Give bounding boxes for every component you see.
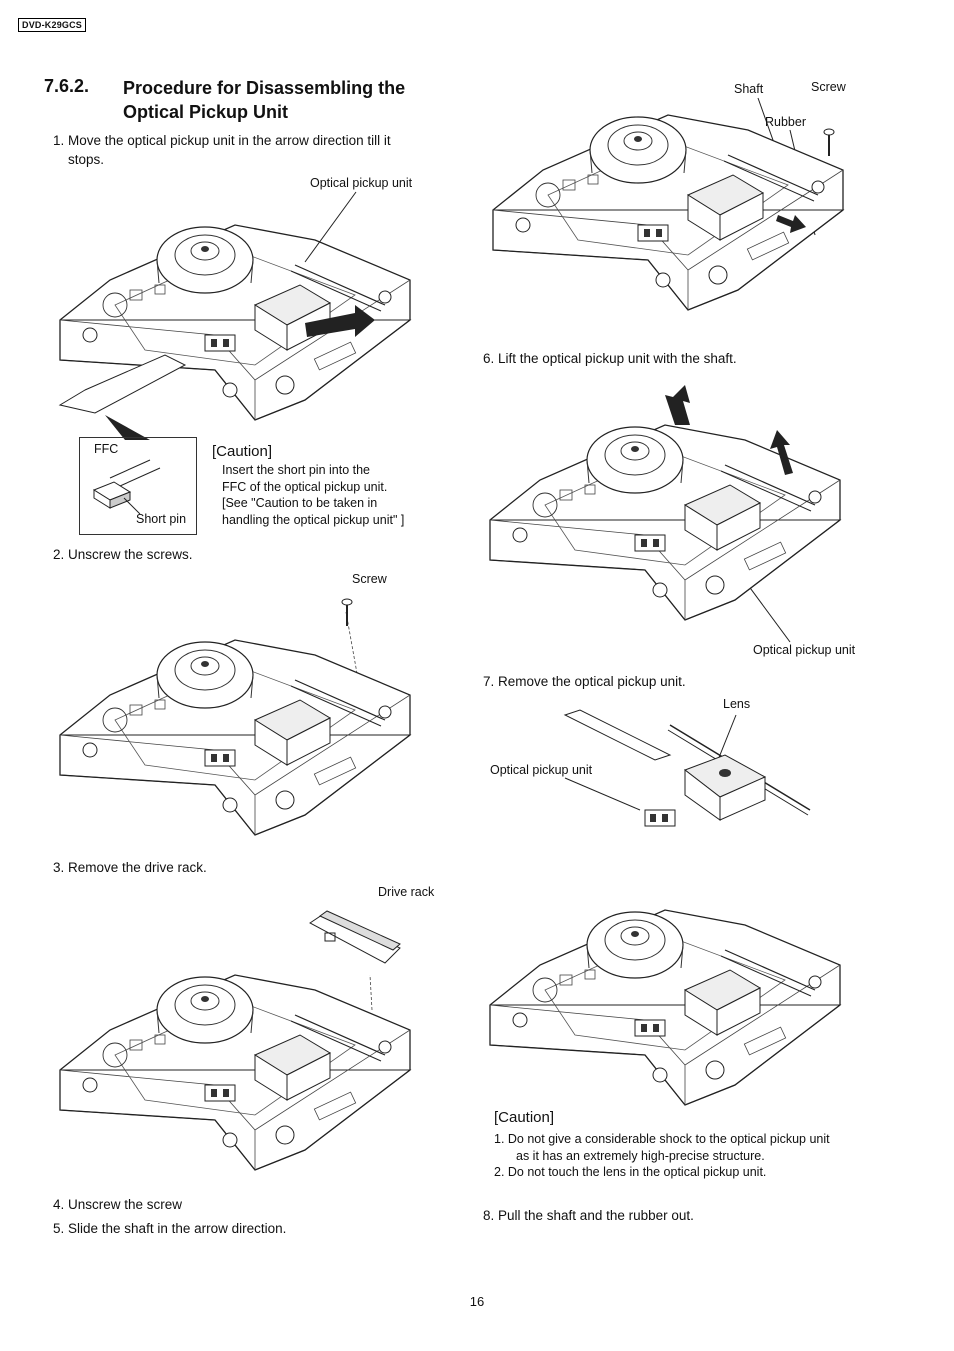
label-shaft: Shaft: [734, 82, 764, 96]
step-7: 7. Remove the optical pickup unit.: [483, 674, 686, 689]
label-optical-pickup-unit-1: Optical pickup unit: [310, 176, 413, 190]
step-8: 8. Pull the shaft and the rubber out.: [483, 1208, 694, 1223]
label-ffc: FFC: [94, 442, 119, 456]
caution-1-line4: handling the optical pickup unit" ]: [222, 512, 405, 527]
figure-7-mechanism: [489, 909, 841, 1106]
figure-2-mechanism: [59, 639, 411, 836]
figure-3-mechanism: [59, 974, 411, 1171]
label-lens: Lens: [723, 697, 751, 711]
section-number: 7.6.2.: [44, 76, 90, 96]
label-short-pin: Short pin: [136, 512, 187, 526]
caution-1-heading: [Caution]: [212, 443, 273, 460]
section-title-line1: Procedure for Disassembling the: [123, 78, 406, 98]
ffc-short-pin-drawing: [92, 459, 161, 515]
step-2: 2. Unscrew the screws.: [53, 547, 193, 562]
step-3: 3. Remove the drive rack.: [53, 860, 207, 875]
figure-4-mechanism: [492, 114, 844, 311]
section-title-line2: Optical Pickup Unit: [123, 102, 289, 122]
screw-icon: [340, 598, 354, 628]
figure-6-pickup-unit: [560, 705, 820, 840]
caution-2-line1: 1. Do not give a considerable shock to t…: [494, 1132, 830, 1146]
caution-2-heading: [Caution]: [494, 1109, 555, 1126]
ffc-inset-box: FFC Short pin: [79, 437, 197, 535]
caution-1-text: Insert the short pin into the FFC of the…: [222, 462, 404, 528]
label-rubber: Rubber: [765, 115, 806, 129]
section-title: Procedure for Disassembling the Optical …: [123, 76, 463, 124]
step-1-line2: stops.: [68, 152, 105, 167]
label-optical-pickup-unit-6: Optical pickup unit: [490, 763, 593, 777]
caution-2-line3: 2. Do not touch the lens in the optical …: [494, 1165, 767, 1179]
caution-1-line1: Insert the short pin into the: [222, 463, 371, 477]
figure-5-mechanism: [489, 385, 841, 621]
step-4: 4. Unscrew the screw: [53, 1197, 183, 1212]
caution-2-line2: as it has an extremely high-precise stru…: [516, 1148, 765, 1163]
step-5: 5. Slide the shaft in the arrow directio…: [53, 1221, 287, 1236]
screw-icon-4: [822, 128, 836, 158]
step-1: 1. Move the optical pickup unit in the a…: [53, 131, 449, 169]
figure-1-mechanism: [55, 224, 411, 440]
caution-2-text: 1. Do not give a considerable shock to t…: [494, 1131, 830, 1181]
caution-1-line3: [See "Caution to be taken in: [222, 496, 378, 510]
drive-rack-part: [305, 908, 405, 968]
caution-1-line2: FFC of the optical pickup unit.: [222, 479, 388, 494]
label-optical-pickup-unit-5: Optical pickup unit: [753, 643, 856, 657]
label-screw-2: Screw: [352, 572, 387, 586]
label-drive-rack: Drive rack: [378, 885, 435, 899]
label-screw-4: Screw: [811, 80, 846, 94]
page-number: 16: [469, 1294, 485, 1309]
model-tag: DVD-K29GCS: [18, 18, 87, 32]
step-6: 6. Lift the optical pickup unit with the…: [483, 351, 737, 366]
step-1-line1: 1. Move the optical pickup unit in the a…: [53, 133, 391, 148]
